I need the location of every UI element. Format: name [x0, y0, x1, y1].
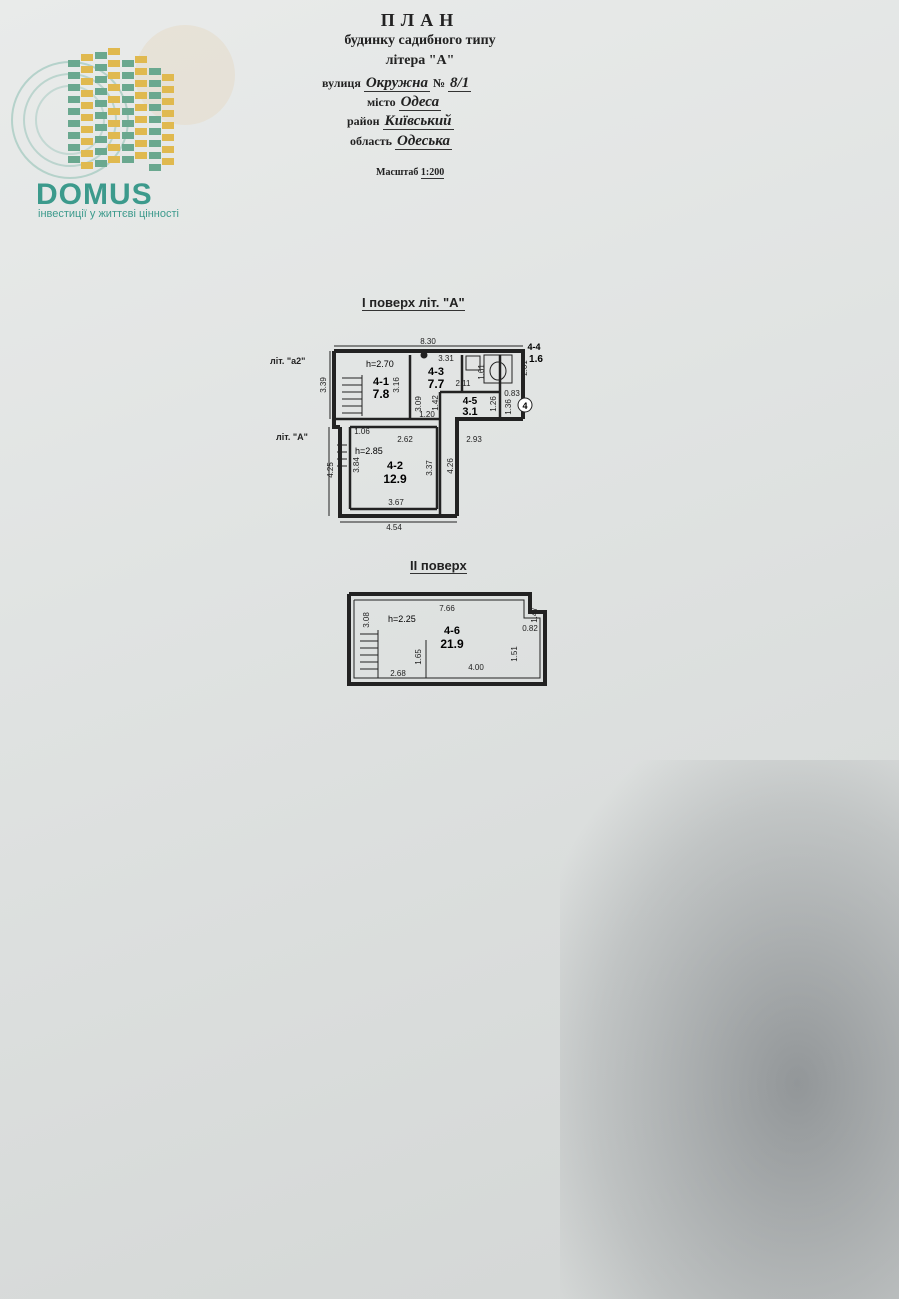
dim-3-09: 3.09: [414, 396, 423, 412]
room-4-6-id: 4-6: [444, 625, 460, 637]
dim-3-84: 3.84: [352, 457, 361, 473]
doc-title: ПЛАН: [380, 10, 460, 30]
dim-2-11: 2.11: [456, 379, 472, 388]
dim-2-68: 2.68: [390, 669, 406, 678]
region-value: Одеська: [395, 133, 452, 150]
entrance-marker: 4: [522, 401, 527, 411]
city-label: місто: [367, 95, 396, 109]
dim-3-31: 3.31: [438, 354, 454, 363]
number-label: №: [432, 76, 446, 90]
label-lit-a2: літ. "а2": [270, 356, 306, 366]
dim-1-61: 1.61: [477, 364, 486, 380]
dim-7-66: 7.66: [439, 604, 455, 613]
scale-row: Масштаб 1:200: [376, 167, 445, 179]
dim-0-83: 0.83: [504, 389, 520, 398]
room-4-4-area: 1.6: [529, 354, 543, 365]
district-label: район: [347, 114, 380, 128]
dim-0-82: 0.82: [522, 624, 538, 633]
dim-2-93: 2.93: [466, 435, 482, 444]
district-value: Київський: [382, 113, 454, 130]
dim-3-08: 3.08: [362, 612, 371, 628]
doc-subtitle: будинку садибного типу: [344, 33, 496, 48]
dim-2-01: 2.01: [520, 360, 529, 376]
dim-1-36: 1.36: [504, 399, 513, 415]
dim-4-26: 4.26: [446, 458, 455, 474]
logo-wordmark: DOMUS: [36, 178, 153, 211]
room-4-1-area: 7.8: [373, 387, 390, 401]
building-logo-icon: [11, 25, 235, 179]
dim-1-47: 1.47: [530, 607, 539, 623]
scale-label: Масштаб: [376, 167, 419, 178]
district-row: район Київський: [347, 113, 454, 130]
room-4-5-area: 3.1: [462, 406, 477, 418]
street-row: вулиця Окружна № 8/1: [322, 75, 472, 92]
dim-1-42: 1.42: [431, 395, 440, 411]
doc-litera: літера "А": [385, 53, 455, 68]
room-4-6-area: 21.9: [440, 637, 464, 651]
room-4-5-id: 4-5: [463, 396, 478, 407]
room-4-4-id: 4-4: [527, 342, 540, 352]
label-lit-a: літ. "А": [276, 432, 308, 442]
room-4-2-id: 4-2: [387, 460, 403, 472]
street-label: вулиця: [322, 76, 361, 90]
scale-value: 1:200: [420, 167, 445, 179]
street-value: Окружна: [363, 75, 430, 92]
city-value: Одеса: [398, 94, 442, 111]
room-4-1-height: h=2.70: [366, 359, 394, 369]
logo-tagline: інвестиції у життєві цінності: [38, 208, 179, 220]
dim-3-67: 3.67: [388, 498, 404, 507]
room-4-1-id: 4-1: [373, 376, 389, 388]
region-label: область: [350, 134, 392, 148]
dim-4-25: 4.25: [326, 462, 335, 478]
dim-2-62: 2.62: [397, 435, 413, 444]
room-4-3-area: 7.7: [428, 377, 445, 391]
dim-8-30: 8.30: [420, 337, 436, 346]
dim-4-00: 4.00: [468, 663, 484, 672]
dim-3-37: 3.37: [425, 460, 434, 476]
dim-1-06: 1.06: [354, 427, 370, 436]
floor2-heading: ІІ поверх: [410, 558, 467, 574]
dim-3-16: 3.16: [392, 377, 401, 393]
dim-4-54: 4.54: [386, 523, 402, 532]
room-4-3-id: 4-3: [428, 366, 444, 378]
floor1-heading: І поверх літ. "А": [362, 295, 465, 311]
domus-logo: [10, 20, 240, 230]
dim-1-51: 1.51: [510, 646, 519, 662]
city-row: місто Одеса: [367, 94, 442, 111]
dim-1-20: 1.20: [419, 410, 435, 419]
dim-1-65: 1.65: [414, 649, 423, 665]
dim-1-26: 1.26: [489, 396, 498, 412]
room-4-2-area: 12.9: [383, 472, 407, 486]
room-4-2-height: h=2.85: [355, 446, 383, 456]
room-4-6-height: h=2.25: [388, 614, 416, 624]
region-row: область Одеська: [350, 133, 452, 150]
dim-3-39: 3.39: [319, 377, 328, 393]
photo-shadow: [560, 760, 899, 1299]
number-value: 8/1: [448, 75, 472, 92]
